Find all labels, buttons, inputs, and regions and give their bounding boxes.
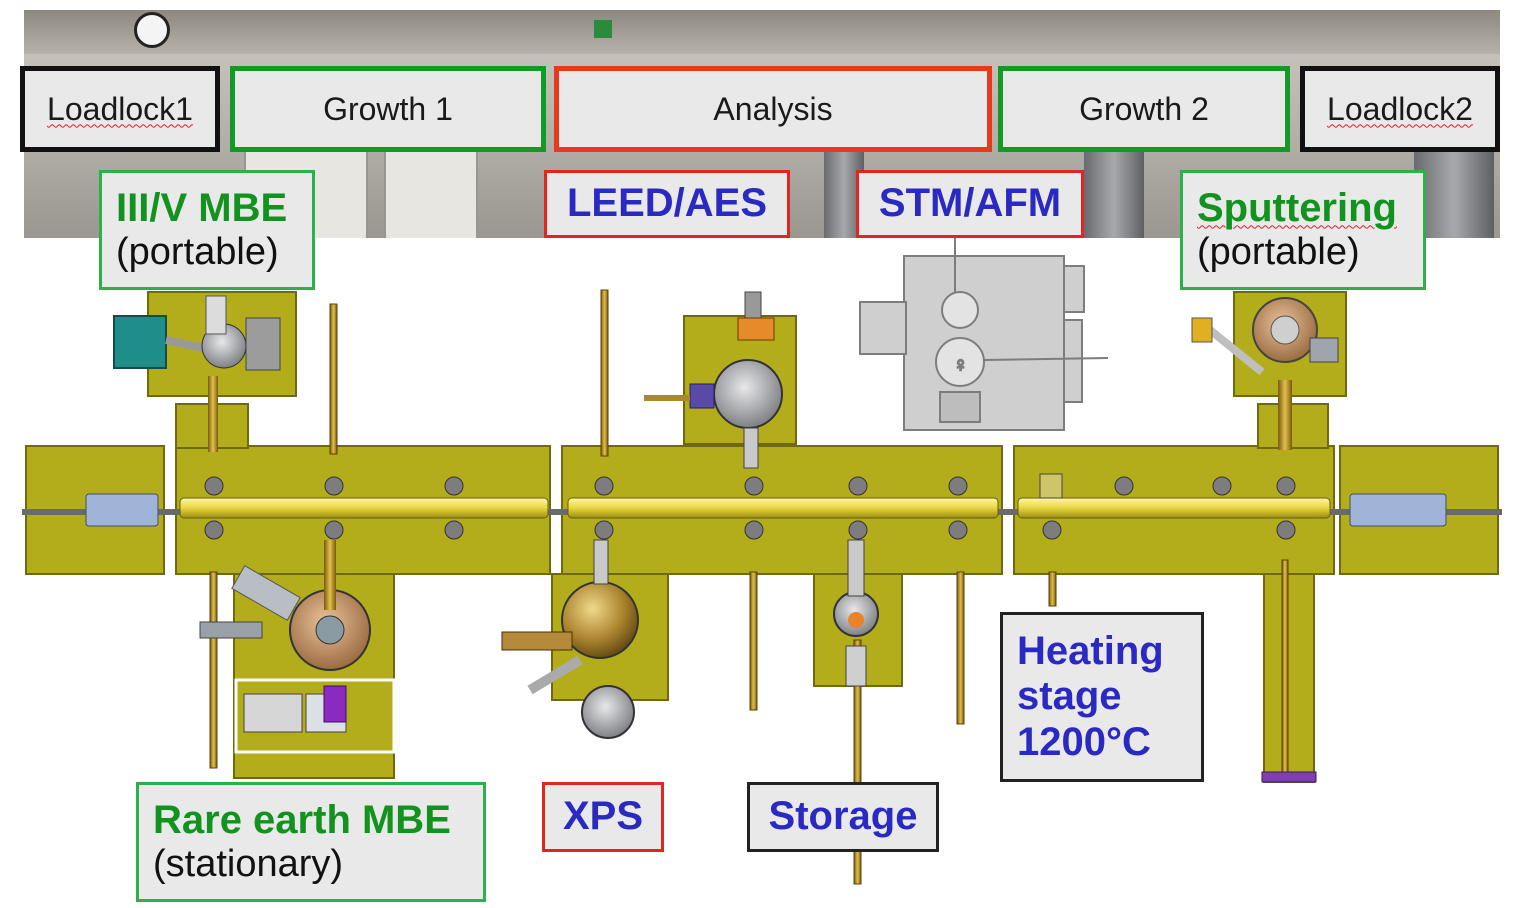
platform-column: [1263, 573, 1315, 783]
label-title: STM/AFM: [878, 181, 1062, 226]
label-title: Sputtering: [1197, 185, 1397, 230]
label-line2: stage: [1017, 674, 1122, 719]
transfer-rods: [209, 289, 1289, 885]
label-iiiv-mbe: III/V MBE (portable): [99, 170, 315, 290]
label-line1: Heating: [1017, 628, 1164, 673]
section-label: Loadlock2: [1327, 90, 1473, 127]
label-note: (portable): [1197, 231, 1360, 274]
section-loadlock2: Loadlock2: [1300, 66, 1500, 152]
sputtering-chamber: [1191, 297, 1339, 450]
label-storage: Storage: [747, 782, 939, 852]
xps-chamber: [501, 539, 639, 739]
section-growth2: Growth 2: [998, 66, 1290, 152]
section-label: Analysis: [713, 90, 833, 127]
label-note: (portable): [116, 231, 279, 274]
exit-sign-icon: [594, 20, 612, 38]
label-stm-afm: STM/AFM: [856, 170, 1084, 238]
label-title: XPS: [562, 794, 644, 839]
svg-text:♀: ♀: [953, 354, 968, 376]
ceiling: [24, 10, 1500, 54]
label-leed-aes: LEED/AES: [544, 170, 790, 238]
label-xps: XPS: [542, 782, 664, 852]
label-title: LEED/AES: [566, 181, 768, 226]
label-sputtering: Sputtering (portable): [1180, 170, 1426, 290]
iiiv-mbe-chamber: [113, 295, 281, 452]
section-label: Growth 1: [323, 90, 453, 127]
wall-clock-icon: [134, 12, 170, 48]
platform-sputter-connector: [1257, 403, 1329, 449]
leed-aes-chamber: [644, 291, 783, 469]
section-analysis: Analysis: [554, 66, 992, 152]
label-title: III/V MBE: [116, 185, 288, 230]
lab-door: [384, 140, 478, 238]
label-title: Storage: [768, 794, 918, 839]
section-growth1: Growth 1: [230, 66, 546, 152]
stm-afm-cabinet: ♀: [859, 238, 1109, 431]
label-rare-earth-mbe: Rare earth MBE (stationary): [136, 782, 486, 902]
gate-valves: [204, 476, 1296, 540]
section-label: Loadlock1: [47, 90, 193, 127]
label-heating-stage: Heating stage 1200°C: [1000, 612, 1204, 782]
section-loadlock1: Loadlock1: [20, 66, 220, 152]
label-title: Rare earth MBE: [153, 797, 451, 842]
section-label: Growth 2: [1079, 90, 1209, 127]
main-transfer-tube: [22, 493, 1502, 527]
heating-stage-module: [1039, 473, 1317, 783]
rare-earth-mbe-chamber: [199, 540, 396, 754]
storage-chamber: [833, 539, 879, 687]
label-note: (stationary): [153, 843, 344, 886]
label-line3: 1200°C: [1017, 719, 1151, 764]
